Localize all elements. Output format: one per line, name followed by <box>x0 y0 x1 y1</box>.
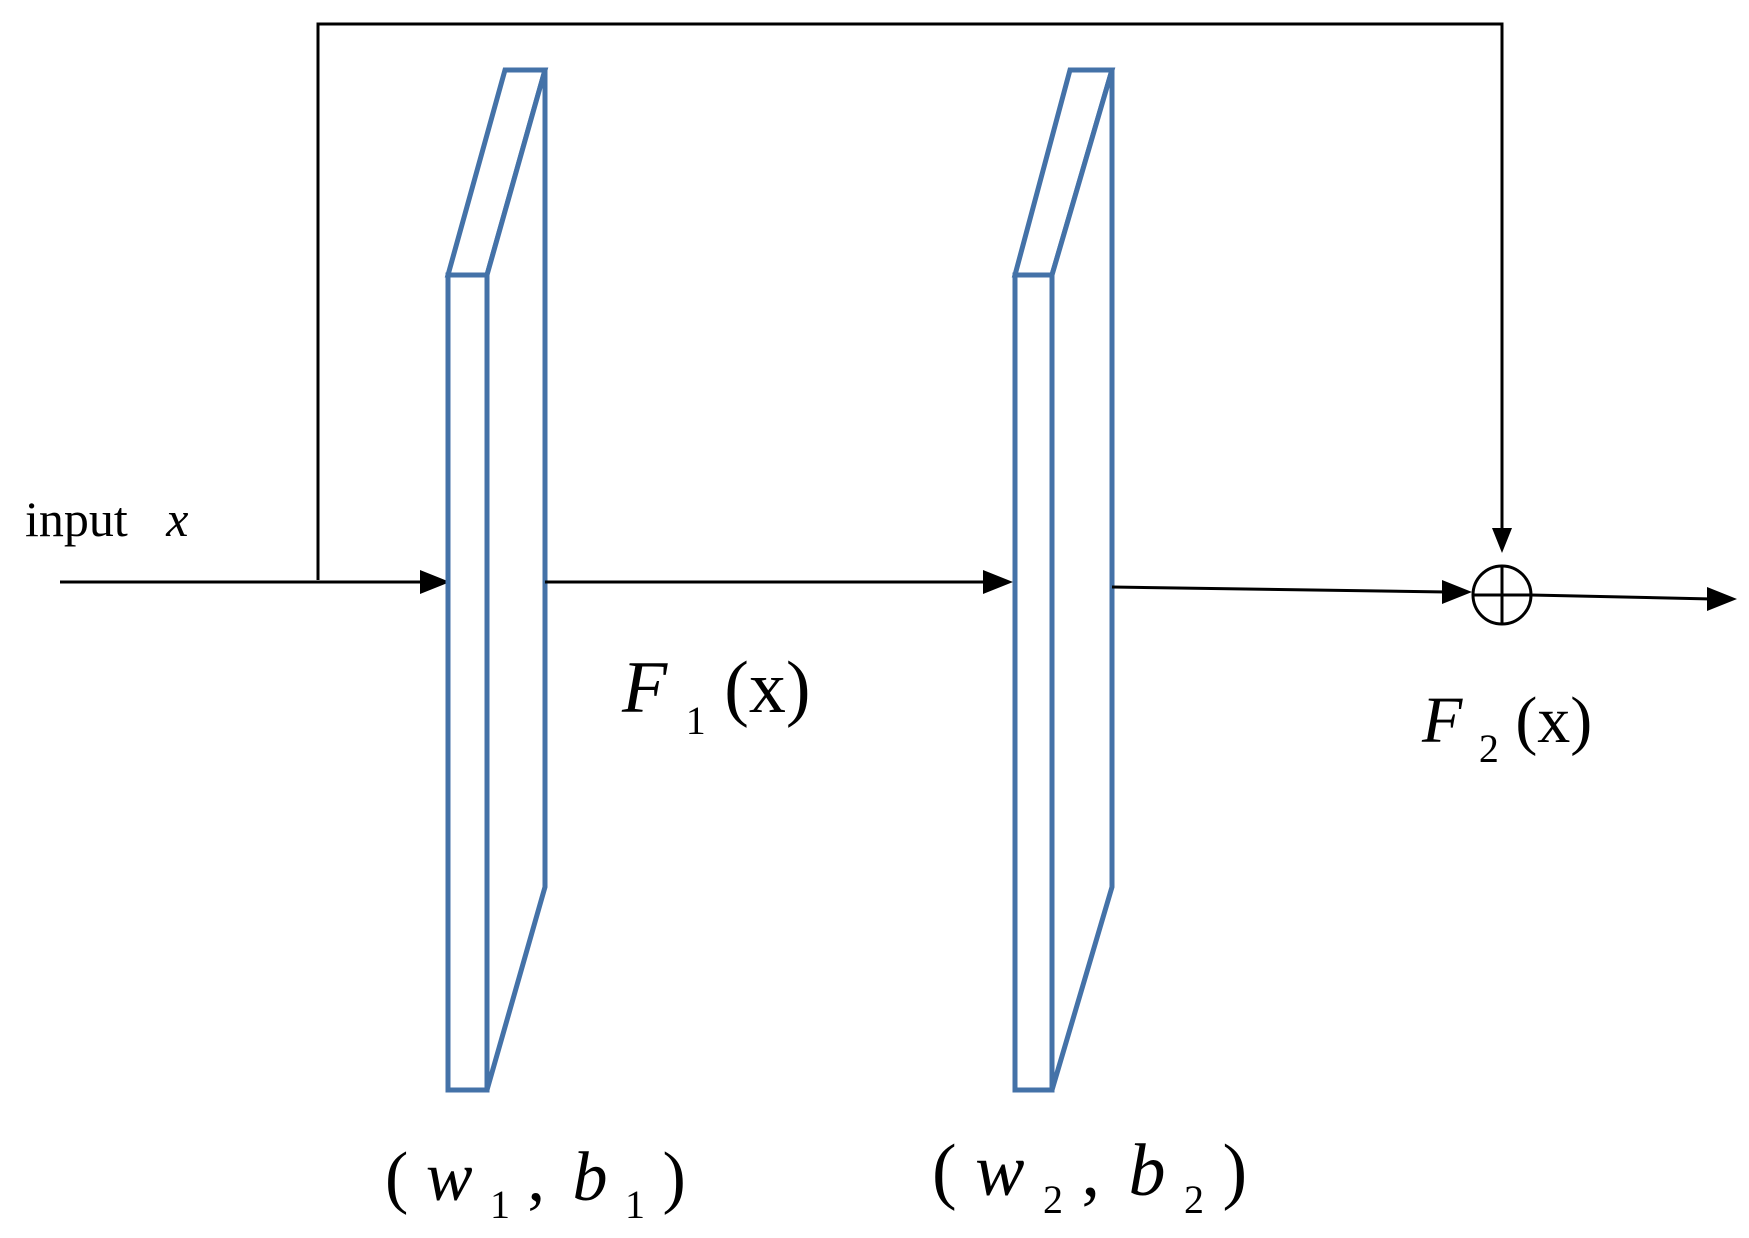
f1-arrowhead <box>983 570 1013 594</box>
skip-connection-line <box>316 22 1504 580</box>
layer-1-bias-symbol: b <box>573 1139 608 1216</box>
output-line <box>1530 593 1713 601</box>
f1-argument: (x) <box>724 647 810 729</box>
f2-argument: (x) <box>1515 684 1592 757</box>
layer-2-bias-subscript: 2 <box>1184 1177 1204 1222</box>
layer-2-bias-symbol: b <box>1129 1130 1166 1212</box>
input-label-variable: x <box>165 491 188 547</box>
layer-2-close-paren: ) <box>1223 1130 1248 1212</box>
f2-subscript: 2 <box>1479 726 1499 771</box>
output-arrowhead <box>1707 587 1737 611</box>
f1-subscript: 1 <box>686 698 706 743</box>
layer-2-front-face <box>1012 272 1055 1093</box>
input-label-text: input <box>25 491 128 547</box>
layer-1-weight-subscript: 1 <box>490 1182 510 1227</box>
output-arrow <box>1530 587 1737 611</box>
circle-plus-icon <box>1471 564 1533 626</box>
input-label: input x <box>25 491 189 547</box>
f2-symbol: F <box>1421 684 1463 757</box>
f1-arrow <box>545 570 1013 594</box>
input-arrow <box>60 570 450 594</box>
f1-symbol: F <box>621 647 668 729</box>
layer-1-front-face <box>445 272 490 1093</box>
skip-connection <box>316 22 1512 580</box>
layer-1-bias-subscript: 1 <box>625 1182 645 1227</box>
layer-1-weight-symbol: w <box>426 1139 473 1216</box>
layer-1-comma: , <box>528 1139 546 1216</box>
layer-1-block <box>444 67 549 1093</box>
f2-arrow <box>1111 580 1472 604</box>
layer-2-block <box>1011 67 1116 1093</box>
layer-2-open-paren: ( <box>932 1130 957 1212</box>
input-arrowhead <box>420 570 450 594</box>
layer-2-comma: , <box>1082 1130 1101 1212</box>
layer-2-params-label: ( w 2 , b 2 ) <box>932 1130 1247 1230</box>
layer-1-open-paren: ( <box>385 1139 408 1216</box>
layer-1-params-label: ( w 1 , b 1 ) <box>385 1139 686 1234</box>
skip-arrowhead <box>1492 528 1512 553</box>
f2-label: F 2 (x) <box>1421 684 1592 777</box>
f1-label: F 1 (x) <box>621 647 811 751</box>
f2-arrowhead <box>1442 580 1472 604</box>
f2-line <box>1111 585 1448 594</box>
layer-2-weight-symbol: w <box>975 1130 1024 1212</box>
layer-1-close-paren: ) <box>663 1139 686 1216</box>
layer-2-weight-subscript: 2 <box>1043 1177 1063 1222</box>
